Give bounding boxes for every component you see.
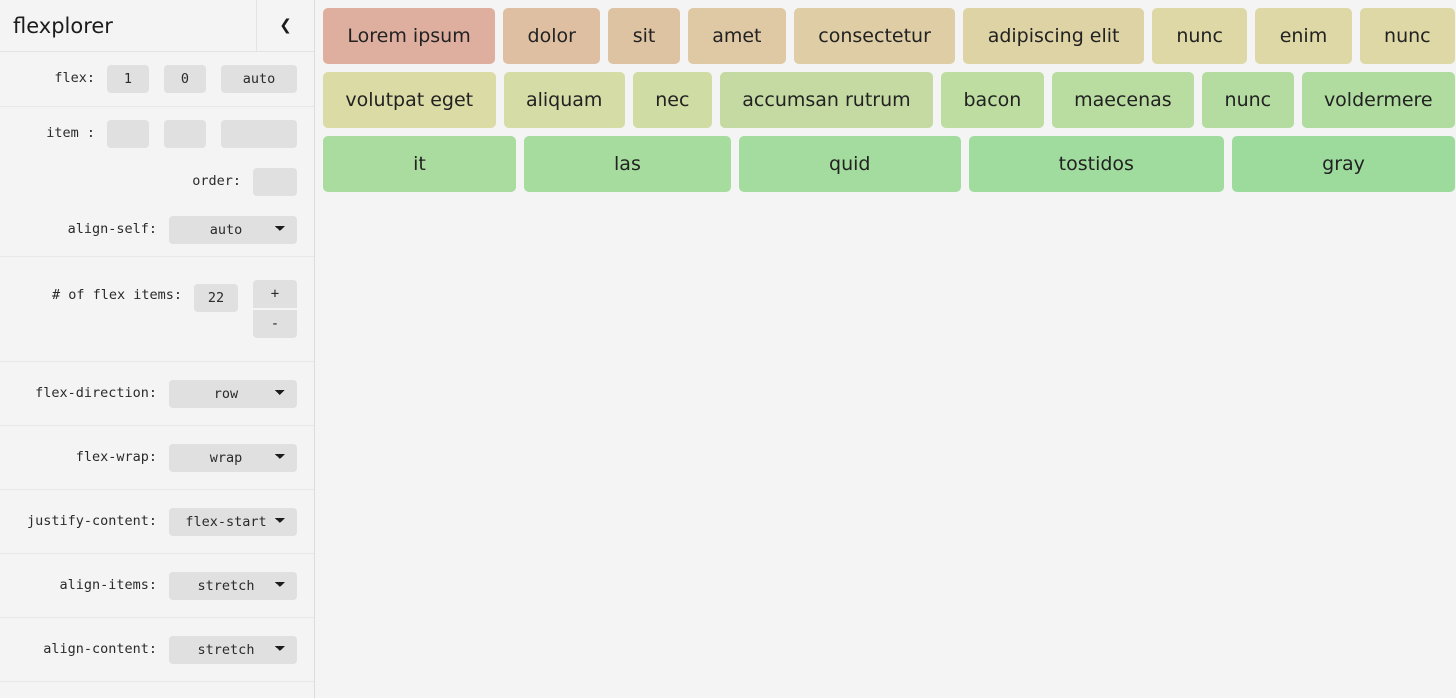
flex-item[interactable]: sit <box>608 8 680 64</box>
flex-item[interactable]: maecenas <box>1051 72 1195 128</box>
align-self-select[interactable]: autoflex-startflex-endcenterbaselinestre… <box>169 215 297 244</box>
flex-item[interactable]: nunc <box>1202 72 1294 128</box>
align-self-label: align-self: <box>67 220 157 237</box>
order-input[interactable] <box>253 168 297 196</box>
flex-item-count-stepper: + - <box>253 280 297 338</box>
align-content-row: align-content: flex-startflex-endcenters… <box>0 618 314 682</box>
flex-item[interactable]: consectetur <box>793 8 956 64</box>
align-self-row: align-self: autoflex-startflex-endcenter… <box>0 203 314 257</box>
justify-content-row: justify-content: flex-startflex-endcente… <box>0 490 314 554</box>
align-items-row: align-items: flex-startflex-endcenterbas… <box>0 554 314 618</box>
flex-label: flex: <box>54 70 95 87</box>
flex-item[interactable]: volutpat eget <box>323 72 496 128</box>
item-label: item : <box>46 125 95 142</box>
flex-direction-row: flex-direction: rowrow-reversecolumncolu… <box>0 362 314 426</box>
item-basis-input[interactable] <box>221 120 297 148</box>
flex-wrap-label: flex-wrap: <box>75 448 157 465</box>
flex-item[interactable]: nunc <box>1359 8 1456 64</box>
flex-wrap-row: flex-wrap: nowrapwrapwrap-reverse <box>0 426 314 490</box>
flex-item[interactable]: nunc <box>1151 8 1248 64</box>
flex-item[interactable]: voldermere <box>1301 72 1456 128</box>
flex-item[interactable]: accumsan rutrum <box>719 72 934 128</box>
flex-item[interactable]: it <box>323 136 516 192</box>
flex-shorthand-row: flex: <box>0 52 314 107</box>
decrement-button[interactable]: - <box>253 310 297 338</box>
flex-shrink-input[interactable] <box>164 65 206 93</box>
flex-item-count-label: # of flex items: <box>51 287 182 303</box>
chevron-left-icon: ❮ <box>279 16 292 34</box>
flex-item[interactable]: bacon <box>941 72 1044 128</box>
justify-content-select[interactable]: flex-startflex-endcenterspace-betweenspa… <box>169 507 297 536</box>
flex-item[interactable]: adipiscing elit <box>963 8 1144 64</box>
flex-item-count-row: # of flex items: + - <box>0 257 314 362</box>
flex-wrap-select[interactable]: nowrapwrapwrap-reverse <box>169 443 297 472</box>
flex-item[interactable]: enim <box>1255 8 1352 64</box>
increment-button[interactable]: + <box>253 280 297 308</box>
align-content-select[interactable]: flex-startflex-endcenterspace-betweenspa… <box>169 635 297 664</box>
flex-item[interactable]: tostidos <box>968 136 1225 192</box>
flex-basis-input[interactable] <box>221 65 297 93</box>
flex-item[interactable]: amet <box>687 8 786 64</box>
item-shrink-input[interactable] <box>164 120 206 148</box>
align-items-label: align-items: <box>59 576 157 593</box>
align-content-label: align-content: <box>43 640 157 657</box>
justify-content-label: justify-content: <box>26 512 157 529</box>
flex-item-count-input[interactable] <box>194 284 238 312</box>
order-label: order: <box>192 173 241 190</box>
flex-item[interactable]: quid <box>738 136 961 192</box>
flex-item[interactable]: gray <box>1232 136 1456 192</box>
collapse-sidebar-button[interactable]: ❮ <box>256 0 314 51</box>
flex-item[interactable]: nec <box>632 72 712 128</box>
flex-item[interactable]: Lorem ipsum <box>323 8 496 64</box>
flex-item[interactable]: las <box>523 136 731 192</box>
flex-item[interactable]: dolor <box>503 8 601 64</box>
item-grow-input[interactable] <box>107 120 149 148</box>
page-title: flexplorer <box>13 13 113 38</box>
order-row: order: <box>0 161 314 203</box>
flex-direction-label: flex-direction: <box>35 384 157 401</box>
align-items-select[interactable]: flex-startflex-endcenterbaselinestretch <box>169 571 297 600</box>
flex-item[interactable]: aliquam <box>503 72 625 128</box>
item-row: item : <box>0 107 314 161</box>
flex-grow-input[interactable] <box>107 65 149 93</box>
sidebar: flexplorer ❮ flex: item : order: align-s… <box>0 0 315 698</box>
sidebar-header: flexplorer ❮ <box>0 0 314 52</box>
flex-direction-select[interactable]: rowrow-reversecolumncolumn-reverse <box>169 379 297 408</box>
